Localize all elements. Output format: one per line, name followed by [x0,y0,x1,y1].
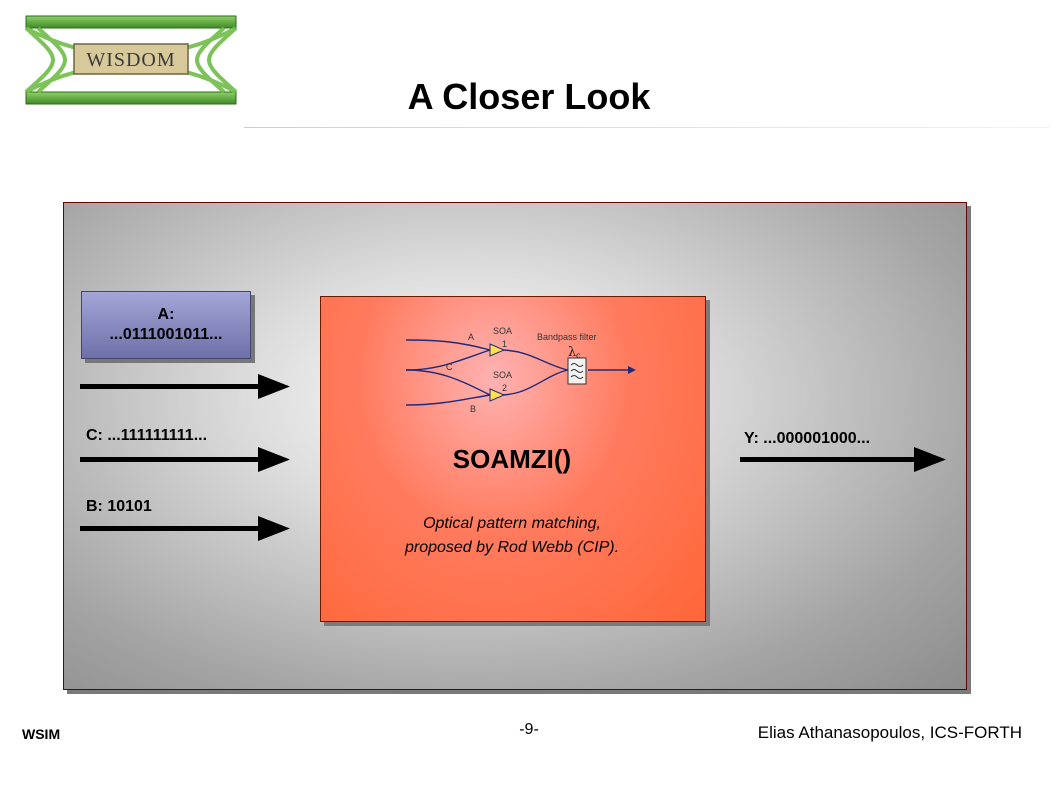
soamzi-description-line2: proposed by Rod Webb (CIP). [404,539,620,556]
lambda-symbol: λ [568,345,576,360]
soamzi-description-line1: Optical pattern matching, [423,515,601,532]
soa1-label: SOA [493,326,512,336]
input-a-arrow [80,374,290,399]
input-c-arrow [80,447,290,472]
title-rule [244,127,1050,128]
soa2-number: 2 [502,383,507,393]
input-b-arrow [80,516,290,541]
soamzi-description: Optical pattern matching, proposed by Ro… [320,512,704,560]
soa2-label: SOA [493,370,512,380]
port-a-label: A [468,332,474,342]
bandpass-filter-label: Bandpass filter [537,332,597,342]
wisdom-logo: WISDOM [24,15,238,105]
footer-left: WSIM [22,726,61,742]
output-y-label: Y: ...000001000... [744,430,871,447]
footer-page-number: -9- [519,721,539,738]
port-b-label: B [470,404,476,414]
input-c-label: C: ...111111111... [86,427,208,444]
port-c-label: C [446,362,453,372]
logo-text: WISDOM [86,49,175,71]
output-y-arrow [740,447,946,472]
footer-author: Elias Athanasopoulos, ICS-FORTH [757,723,1022,742]
lambda-subscript: c [576,351,581,360]
input-b-label: B: 10101 [86,498,152,515]
input-a-box: A: ...0111001011... [81,291,251,359]
soamzi-schematic: A C B SOA 1 SOA 2 Bandpass filter λ c [405,326,636,414]
soamzi-title: SOAMZI() [452,444,572,474]
soa1-number: 1 [502,339,507,349]
slide-title: A Closer Look [407,76,651,117]
